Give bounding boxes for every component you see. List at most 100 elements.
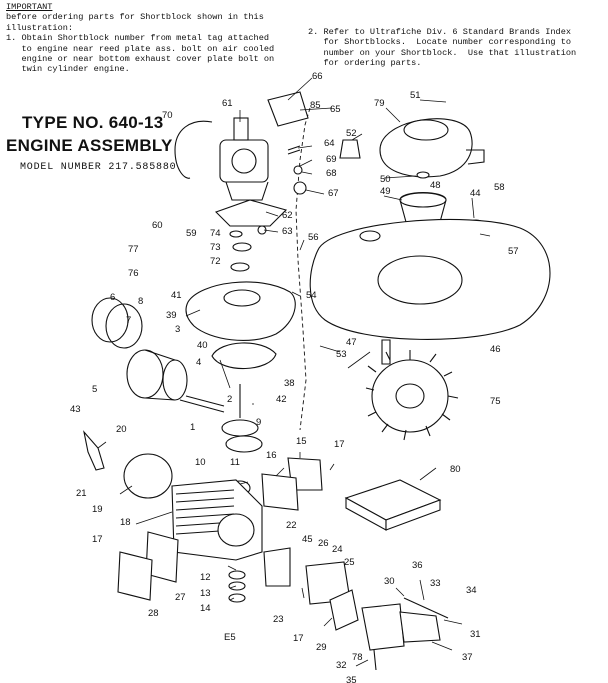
part-28-plate (117, 551, 153, 601)
callout-59: 59 (186, 228, 197, 239)
callout-25: 25 (344, 557, 355, 568)
callout-79: 79 (374, 98, 385, 109)
part-62-plate (214, 199, 288, 227)
engine-assembly-title: ENGINE ASSEMBLY (6, 136, 173, 155)
callout-15: 15 (296, 436, 307, 447)
callout-20: 20 (116, 424, 127, 435)
callout-66: 66 (312, 71, 323, 82)
model-number: MODEL NUMBER 217.585880 (20, 162, 177, 173)
part-10-cylinder (171, 479, 263, 561)
callout-47: 47 (346, 337, 357, 348)
callout-13: 13 (200, 588, 211, 599)
part-65-bracket (267, 91, 309, 127)
part-9-crankshaft (221, 384, 263, 453)
part-75-flywheel (365, 350, 459, 441)
callout-10: 10 (195, 457, 206, 468)
callout-19: 19 (92, 504, 103, 515)
part-19-cover (123, 453, 173, 499)
callouts: 1 2 3 4 5 6 7 8 9 10 11 12 13 14 15 16 1… (70, 71, 519, 683)
assembly-dashed-line (295, 107, 311, 431)
callout-69: 69 (326, 154, 337, 165)
callout-78: 78 (352, 652, 363, 663)
callout-5: 5 (92, 384, 97, 395)
callout-4: 4 (196, 357, 201, 368)
callout-57: 57 (508, 246, 519, 257)
callout-45: 45 (302, 534, 313, 545)
note2-line-4: for ordering parts. (308, 58, 422, 69)
part-46-shroud (309, 218, 551, 340)
part-70-cable (174, 120, 213, 179)
callout-38: 38 (284, 378, 295, 389)
callout-46: 46 (490, 344, 501, 355)
callout-74: 74 (210, 228, 221, 239)
callout-11: 11 (230, 457, 240, 468)
callout-76: 76 (128, 268, 139, 279)
callout-75: 75 (490, 396, 501, 407)
part-61-carburetor (219, 117, 269, 201)
callout-3: 3 (175, 324, 180, 335)
callout-40: 40 (197, 340, 208, 351)
part-68-washer (293, 165, 303, 175)
part-5-piston (126, 349, 188, 401)
part-14-ring (228, 593, 246, 603)
callout-8: 8 (138, 296, 143, 307)
callout-44: 44 (470, 188, 481, 199)
callout-53: 53 (336, 349, 347, 360)
callout-39: 39 (166, 310, 177, 321)
part-67-ring (293, 181, 307, 195)
note1-line-4: twin cylinder engine. (6, 64, 130, 75)
part-73-washer (232, 242, 252, 252)
callout-54: 54 (306, 290, 317, 301)
part-72-washer (230, 262, 250, 272)
callout-17-bottom: 17 (293, 633, 304, 644)
callout-85: 85 (310, 100, 321, 111)
note1-line-2: to engine near reed plate ass. bolt on a… (6, 43, 275, 54)
part-29-plate (329, 589, 359, 631)
callout-70: 70 (162, 110, 173, 121)
part-16-gasket (261, 473, 299, 511)
part-64-spring (287, 145, 301, 155)
callout-62: 62 (282, 210, 293, 221)
note2-line-2: for Shortblocks. Locate number correspon… (308, 37, 572, 48)
part-31-carburetor (361, 603, 441, 671)
part-50-nut (416, 171, 430, 179)
callout-50: 50 (380, 174, 391, 185)
callout-41: 41 (171, 290, 182, 301)
callout-29: 29 (316, 642, 327, 653)
part-74-washer (229, 230, 243, 238)
callout-56: 56 (308, 232, 319, 243)
callout-80: 80 (450, 464, 461, 475)
callout-2: 2 (227, 394, 232, 405)
callout-23: 23 (273, 614, 284, 625)
callout-63: 63 (282, 226, 293, 237)
note1-line-1: 1. Obtain Shortblock number from metal t… (6, 33, 270, 44)
note2-line-1: 2. Refer to Ultrafiche Div. 6 Standard B… (308, 27, 572, 37)
part-6-ring (91, 297, 129, 343)
callout-64: 64 (324, 138, 335, 149)
callout-28: 28 (148, 608, 159, 619)
part-1-rod (179, 395, 225, 413)
callout-30: 30 (384, 576, 395, 587)
callout-48: 48 (430, 180, 441, 191)
callout-6: 6 (110, 292, 115, 303)
part-8-ring (105, 303, 143, 349)
callout-58: 58 (494, 182, 505, 193)
part-21-fitting (83, 430, 105, 471)
callout-67: 67 (328, 188, 339, 199)
part-12-ring (228, 570, 246, 580)
important-notes-left: IMPORTANT before ordering parts for Shor… (6, 2, 274, 75)
callout-32: 32 (336, 660, 347, 671)
callout-49: 49 (380, 186, 391, 197)
leader-lines (97, 77, 491, 667)
callout-31: 31 (470, 629, 481, 640)
callout-12: 12 (200, 572, 211, 583)
callout-36: 36 (412, 560, 423, 571)
callout-22: 22 (286, 520, 297, 531)
callout-1: 1 (190, 422, 195, 433)
callout-14: 14 (200, 603, 211, 614)
part-79-rewind-starter (379, 118, 485, 178)
callout-27: 27 (175, 592, 186, 603)
callout-52: 52 (346, 128, 357, 139)
note1-line-3: engine or near bottom exhaust cover plat… (6, 54, 275, 65)
intro-line-1: before ordering parts for Shortblock sho… (6, 12, 264, 23)
